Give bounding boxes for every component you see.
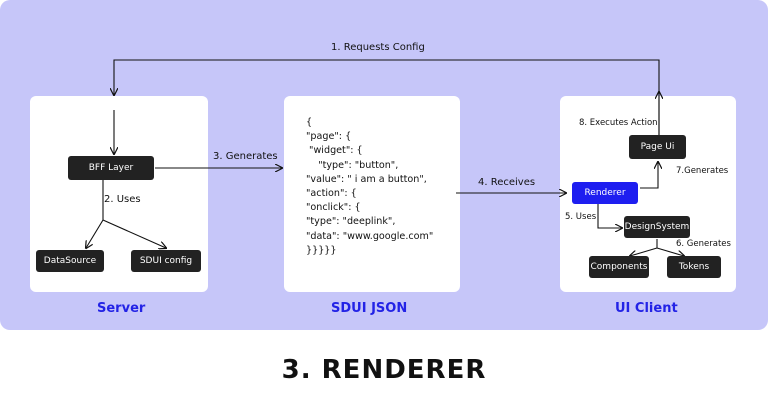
json-line: "widget": { [306, 145, 363, 157]
bff-layer-node: BFF Layer [68, 156, 154, 180]
json-line: "type": "deeplink", [306, 216, 396, 228]
page-ui-node: Page Ui [629, 135, 686, 159]
ui-client-title: UI Client [615, 301, 678, 316]
generates-tokens-arrow [656, 247, 684, 256]
json-line: "onclick": { [306, 202, 361, 214]
sdui-json-panel [284, 96, 460, 292]
datasource-node: DataSource [36, 250, 104, 272]
tokens-node: Tokens [667, 256, 721, 278]
sdui-config-node: SDUI config [131, 250, 201, 272]
design-system-node: DesignSystem [624, 216, 690, 238]
uses-design-system-arrow [597, 203, 622, 228]
server-title: Server [97, 301, 146, 316]
sdui-json-title: SDUI JSON [331, 301, 408, 316]
generates-6-label: 6. Generates [676, 239, 731, 249]
json-line: "page": { [306, 131, 352, 143]
json-line: { [306, 117, 313, 128]
sdui-json-code: { "page": { "widget": { "type": "button",… [306, 116, 433, 258]
executes-action-8-label: 8. Executes Action [579, 118, 658, 128]
generates-components-arrow [630, 239, 658, 256]
footer-title: 3. RENDERER [281, 355, 487, 385]
components-node: Components [589, 256, 649, 278]
uses-5-label: 5. Uses [565, 212, 597, 222]
uses-2-label: 2. Uses [104, 194, 141, 205]
uses-sdui-config-arrow [102, 219, 166, 248]
json-line: }}}}} [306, 244, 337, 256]
json-line: "value": " i am a button", [306, 173, 427, 185]
generates-page-ui-arrow [640, 162, 658, 189]
renderer-node: Renderer [572, 182, 638, 204]
requests-config-label: 1. Requests Config [331, 42, 425, 53]
json-line: "type": "button", [306, 159, 399, 171]
generates-3-label: 3. Generates [213, 151, 278, 162]
json-line: "action": { [306, 187, 357, 199]
json-line: "data": "www.google.com" [306, 230, 434, 242]
generates-7-label: 7.Generates [676, 166, 729, 176]
receives-4-label: 4. Receives [478, 177, 536, 188]
uses-datasource-arrow [86, 180, 104, 248]
